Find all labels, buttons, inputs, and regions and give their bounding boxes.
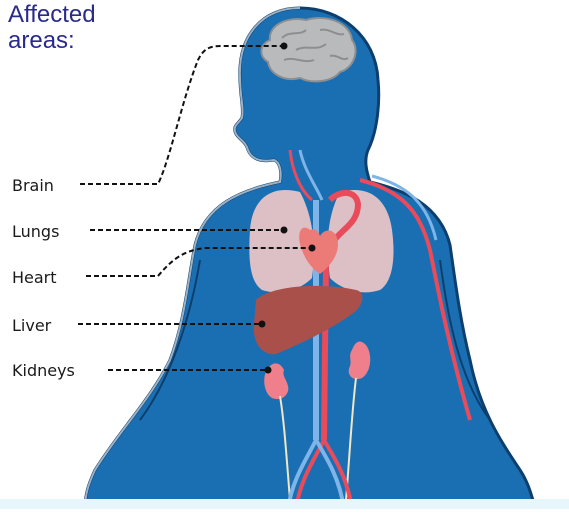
heart-dot (309, 245, 316, 252)
diagram-title: Affected areas: (8, 2, 158, 54)
lungs-dot (281, 227, 288, 234)
title-line-2: areas: (8, 28, 158, 54)
brain-organ (261, 18, 355, 81)
title-line-1: Affected (8, 2, 158, 28)
liver-dot (259, 321, 266, 328)
brain-dot (281, 43, 288, 50)
label-heart: Heart (12, 268, 57, 287)
label-brain: Brain (12, 176, 54, 195)
label-kidneys: Kidneys (12, 361, 75, 380)
kidneys-dot (265, 367, 272, 374)
bottom-band (0, 499, 569, 509)
label-liver: Liver (12, 316, 51, 335)
label-lungs: Lungs (12, 222, 59, 241)
